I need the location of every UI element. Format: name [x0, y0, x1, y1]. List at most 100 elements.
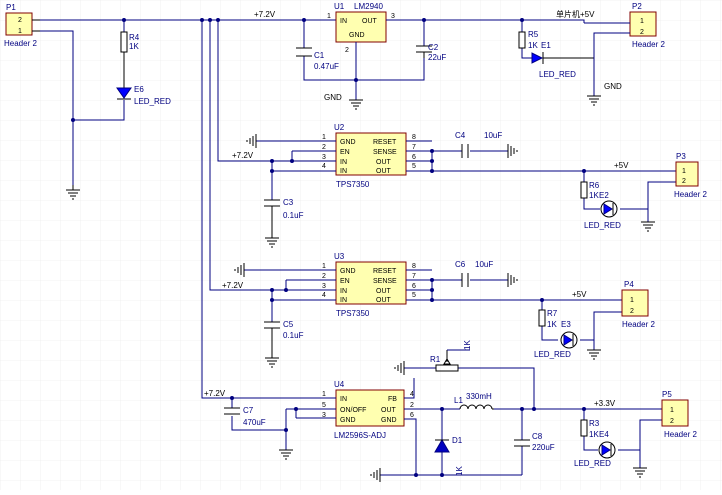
c8-ref: C8: [532, 432, 543, 441]
ic-u1[interactable]: U1 LM2940 IN OUT GND 1 3 2: [327, 2, 395, 54]
e4-value: LED_RED: [574, 459, 611, 468]
u4-num-3: 3: [322, 412, 326, 419]
c3-ref: C3: [283, 198, 294, 207]
u3-pin-gnd: GND: [340, 268, 356, 275]
ground-symbol-p4: [587, 349, 601, 360]
u1-pin-in: IN: [340, 18, 347, 25]
ic-u2[interactable]: U2 TPS7350 GND EN IN IN RESET SENSE OUT …: [322, 123, 416, 189]
l1-value: 330mH: [466, 392, 492, 401]
e1-value: LED_RED: [539, 70, 576, 79]
header-p2[interactable]: P2 1 2 Header 2 GND: [584, 2, 665, 96]
capacitor-c6[interactable]: C6 10uF: [455, 260, 493, 287]
capacitor-c3[interactable]: C3 0.1uF: [264, 198, 304, 238]
resistor-r4[interactable]: R4 1K: [120, 31, 140, 88]
resistor-r7[interactable]: R7 1K: [538, 309, 558, 329]
ic-u4[interactable]: U4 LM2596S-ADJ IN ON/OFF GND FB OUT GND …: [322, 380, 414, 440]
e6-ref: E6: [134, 85, 144, 94]
p2-pin-bottom: 2: [640, 29, 644, 36]
resistor-r6[interactable]: R6 1K: [580, 181, 600, 200]
header-p3[interactable]: P3 1 2 Header 2: [674, 152, 707, 199]
header-p1[interactable]: P1 2 1 Header 2: [4, 3, 40, 48]
p1-ref: P1: [6, 3, 16, 12]
u2-num-7: 7: [412, 144, 416, 151]
p4-rail-label: +5V: [572, 290, 587, 299]
led-e2[interactable]: E2 LED_RED: [584, 191, 621, 230]
capacitor-c7[interactable]: C7 470uF: [224, 406, 266, 427]
ground-symbol-u3-pin1: [234, 263, 245, 277]
r3-ref: R3: [589, 419, 600, 428]
u3-part: TPS7350: [336, 309, 370, 318]
c8-value: 220uF: [532, 443, 555, 452]
p5-pin-bottom: 2: [670, 418, 674, 425]
u2-pin-reset: RESET: [373, 139, 397, 146]
p3-pin-top: 1: [682, 168, 686, 175]
u2-pin-gnd: GND: [340, 139, 356, 146]
u2-pin-in2: IN: [340, 168, 347, 175]
r1-value: 1K: [463, 340, 472, 350]
p1-wires: [40, 18, 202, 185]
u1-num-out: 3: [391, 13, 395, 20]
p2-name: Header 2: [632, 40, 665, 49]
r5-value: 1K: [528, 41, 538, 50]
u4-ref: U4: [334, 380, 345, 389]
u4-num-5: 5: [322, 402, 326, 409]
led-e4[interactable]: E4 LED_RED: [574, 430, 616, 468]
u2-num-6: 6: [412, 154, 416, 161]
u1-gnd-label: GND: [324, 93, 342, 102]
u4-pin-fb: FB: [388, 396, 397, 403]
resistor-r3[interactable]: R3 1K: [580, 419, 600, 439]
c5-ref: C5: [283, 320, 294, 329]
d1-ref: D1: [452, 436, 463, 445]
u4-vin-label: +7.2V: [204, 389, 226, 398]
ground-symbol-p3: [641, 221, 655, 232]
inductor-l1[interactable]: L1 330mH: [454, 392, 494, 410]
u4-pin-out: OUT: [381, 407, 397, 414]
r4-value: 1K: [129, 42, 139, 51]
diode-d1[interactable]: D1: [434, 436, 463, 453]
c6-ref: C6: [455, 260, 466, 269]
p2-ref: P2: [632, 2, 642, 11]
header-p5[interactable]: P5 1 2 Header 2: [661, 390, 697, 439]
u3-pin-en: EN: [340, 278, 350, 285]
capacitor-c2[interactable]: C2 22uF: [416, 43, 446, 62]
mcu-5v-label: 单片机+5V: [556, 9, 595, 19]
c4-value: 10uF: [484, 131, 502, 140]
ground-symbol-u2-pin1: [246, 134, 257, 148]
capacitor-c1[interactable]: C1 0.47uF: [296, 47, 339, 71]
led-e1[interactable]: E1 LED_RED: [531, 41, 594, 79]
led-e3[interactable]: E3 LED_RED: [534, 320, 578, 359]
p4-pin-top: 1: [630, 297, 634, 304]
capacitor-c5[interactable]: C5 0.1uF: [264, 320, 304, 358]
capacitor-c8[interactable]: C8 220uF: [514, 432, 555, 452]
ground-symbol-c6: [507, 273, 518, 287]
e6-value: LED_RED: [134, 97, 171, 106]
header-p4[interactable]: P4 1 2 Header 2: [621, 280, 655, 329]
p4-name: Header 2: [622, 320, 655, 329]
potentiometer-r1[interactable]: R1 1K: [430, 340, 472, 372]
u3-num-3: 3: [322, 283, 326, 290]
u2-vin-label: +7.2V: [232, 151, 254, 160]
led-e6[interactable]: E6 LED_RED: [116, 85, 171, 106]
u4-wires: [230, 367, 662, 477]
ground-symbol-c5: [265, 357, 279, 368]
u2-pin-out1: OUT: [376, 159, 392, 166]
u2-num-8: 8: [412, 134, 416, 141]
ic-u3[interactable]: U3 TPS7350 GND EN IN IN RESET SENSE OUT …: [322, 252, 416, 318]
ground-symbol-p5: [633, 467, 647, 478]
u2-num-4: 4: [322, 163, 326, 170]
u1-wires: [303, 18, 585, 100]
capacitor-c4[interactable]: C4 10uF: [455, 131, 502, 158]
u2-pin-sense: SENSE: [373, 149, 397, 156]
u3-pin-reset: RESET: [373, 268, 397, 275]
resistor-r5[interactable]: R5 1K: [518, 30, 539, 50]
u4-num-1: 1: [322, 391, 326, 398]
p3-name: Header 2: [674, 190, 707, 199]
u4-pin-gnd2: GND: [381, 417, 397, 424]
u1-num-gnd: 2: [345, 47, 349, 54]
ground-symbol-p2: [587, 95, 601, 106]
u1-pin-out: OUT: [362, 18, 378, 25]
u3-pin-sense: SENSE: [373, 278, 397, 285]
u4-part: LM2596S-ADJ: [334, 431, 386, 440]
p1-pin-bottom: 1: [18, 28, 22, 35]
